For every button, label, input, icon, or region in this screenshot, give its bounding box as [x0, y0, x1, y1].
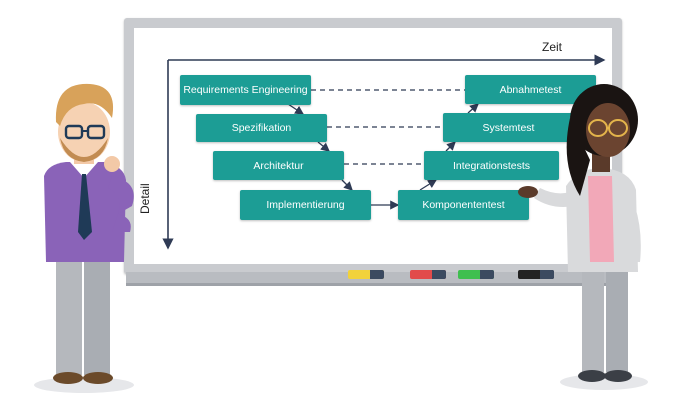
- time-axis-label: Zeit: [542, 40, 563, 54]
- marker-cap: [432, 270, 446, 279]
- whiteboard-surface: [134, 28, 612, 264]
- marker-green: [458, 270, 494, 279]
- marker-red: [410, 270, 446, 279]
- arrow-integ-system: [445, 141, 456, 152]
- marker-cap: [480, 270, 494, 279]
- marker-cap: [370, 270, 384, 279]
- marker-cap: [540, 270, 554, 279]
- marker-tray: [126, 272, 620, 286]
- phase-architektur: Architektur: [213, 151, 344, 180]
- arrow-spez-arch: [317, 141, 331, 152]
- arrow-system-abnahme: [467, 103, 479, 114]
- arrow-komp-integ: [419, 179, 438, 191]
- marker-black: [518, 270, 554, 279]
- phase-implementierung: Implementierung: [240, 190, 371, 220]
- arrow-req-spez: [287, 103, 305, 115]
- phase-requirements-engineering: Requirements Engineering: [180, 75, 311, 105]
- marker-yellow: [348, 270, 384, 279]
- phase-abnahmetest: Abnahmetest: [465, 75, 596, 104]
- phase-komponententest: Komponententest: [398, 190, 529, 220]
- phase-spezifikation: Spezifikation: [196, 114, 327, 142]
- arrow-arch-impl: [341, 179, 353, 191]
- phase-integrationstests: Integrationstests: [424, 151, 559, 180]
- phase-systemtest: Systemtest: [443, 113, 574, 142]
